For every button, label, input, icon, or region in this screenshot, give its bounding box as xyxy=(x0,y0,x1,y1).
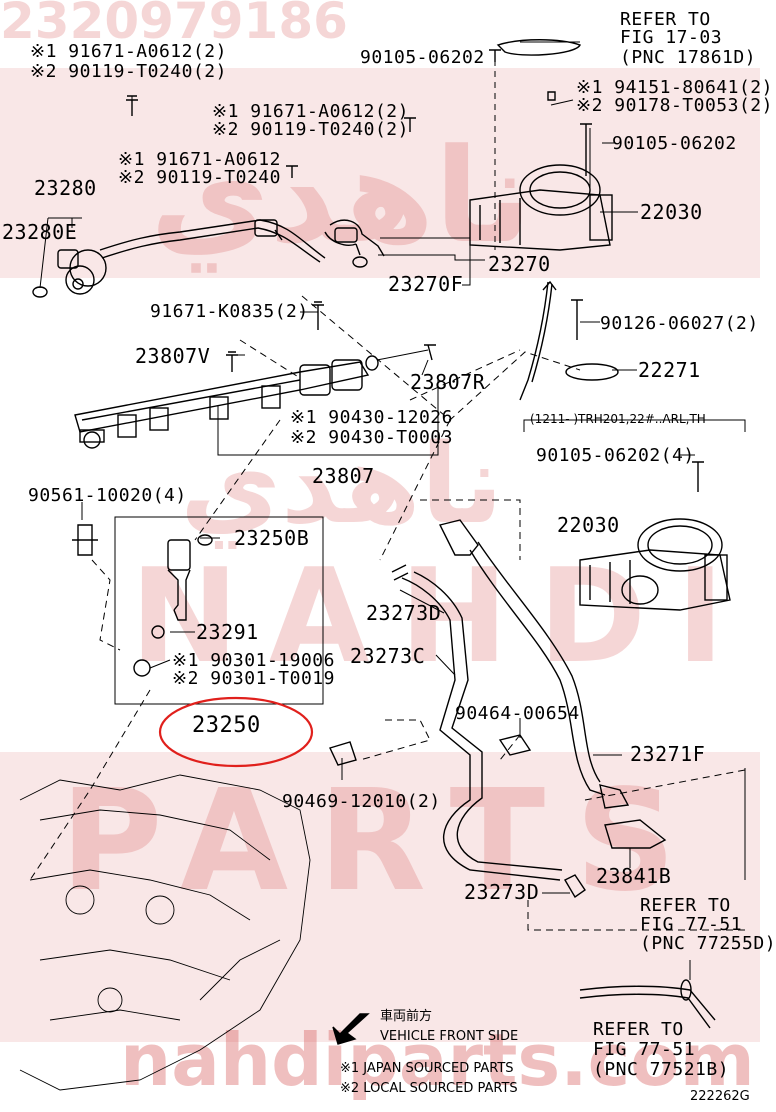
part-label: 23273D xyxy=(366,601,442,625)
part-label: 23807 xyxy=(312,464,375,488)
part-label: 22030 xyxy=(557,513,620,537)
part-label: 23807R xyxy=(410,370,486,394)
part-label: 90105-06202(4) xyxy=(536,445,695,466)
refer-label: REFER TO xyxy=(620,9,711,30)
part-label: ※2 90119-T0240 xyxy=(118,167,281,188)
part-label: ※1 90301-19006 xyxy=(172,650,335,671)
fuel-pipe-23270 xyxy=(324,219,385,268)
front-side-label: VEHICLE FRONT SIDE xyxy=(380,1029,519,1044)
part-label: ※1 90430-12026 xyxy=(290,407,453,428)
part-label: 90105-06202 xyxy=(360,47,485,68)
refer-label: (PNC 77521B) xyxy=(593,1059,730,1080)
part-label: 90105-06202 xyxy=(612,133,737,154)
pressure-regulator-assembly xyxy=(32,95,416,298)
watermark-band xyxy=(0,68,760,278)
part-label-highlighted: 23250 xyxy=(192,713,261,738)
part-label: 23273C xyxy=(350,644,426,668)
watermark-brand-ar: ناهدي xyxy=(180,420,504,548)
refer-label: (PNC 17861D) xyxy=(620,47,757,68)
part-label: 23807V xyxy=(135,344,211,368)
part-label: 22030 xyxy=(640,200,703,224)
refer-label: REFER TO xyxy=(593,1019,684,1040)
dashed-lines xyxy=(29,295,746,931)
highlight-ellipse xyxy=(158,696,314,768)
refer-label: REFER TO xyxy=(640,895,731,916)
part-label: ※1 94151-80641(2) xyxy=(576,77,773,98)
part-label: 90126-06027(2) xyxy=(600,313,759,334)
figure-code: 222262G xyxy=(690,1089,750,1104)
part-label: ※2 90178-T0053(2) xyxy=(576,95,773,116)
legend-japan-sourced: ※1 JAPAN SOURCED PARTS xyxy=(340,1061,514,1076)
part-label: 90469-12010(2) xyxy=(282,791,441,812)
part-label: 23291 xyxy=(196,620,259,644)
refer-label: FIG 17-03 xyxy=(620,27,723,48)
watermark-number: 2320979186 xyxy=(0,0,348,50)
refer-label: FIG 77-51 xyxy=(640,914,743,935)
part-label: ※2 90119-T0240(2) xyxy=(212,119,409,140)
part-label: 23841B xyxy=(596,864,672,888)
part-label: ※2 90301-T0019 xyxy=(172,668,335,689)
part-label: 23273D xyxy=(464,880,540,904)
part-label: 90561-10020(4) xyxy=(28,485,187,506)
part-label: 23280E xyxy=(2,220,78,244)
part-label: 23271F xyxy=(630,742,706,766)
refer-label: (PNC 77255D) xyxy=(640,933,776,954)
watermark-letters: NAHDI xyxy=(130,540,755,692)
gasket-22271 xyxy=(565,363,619,381)
front-side-label-jp: 車両前方 xyxy=(380,1009,433,1024)
part-label: ※1 91671-A0612(2) xyxy=(30,41,227,62)
part-label: ※1 91671-A0612 xyxy=(118,149,281,170)
part-label: 91671-K0835(2) xyxy=(150,301,309,322)
legend-local-sourced: ※2 LOCAL SOURCED PARTS xyxy=(340,1081,518,1096)
applicability-label: (1211- )TRH201,22#..ARL,TH xyxy=(530,412,706,426)
watermark-brand-ar: ناهدي xyxy=(150,120,533,272)
fuel-hoses xyxy=(329,519,716,1029)
throttle-body-upper xyxy=(469,39,613,401)
injector-23250 xyxy=(72,524,213,677)
injector-group-box xyxy=(114,516,324,705)
part-label: 23270F xyxy=(388,272,464,296)
part-label: ※2 90119-T0240(2) xyxy=(30,61,227,82)
vehicle-front-arrow xyxy=(332,1013,370,1045)
throttle-body-lower xyxy=(579,461,731,611)
part-label: ※1 91671-A0612(2) xyxy=(212,101,409,122)
refer-label: FIG 77-51 xyxy=(593,1039,696,1060)
engine-block-outline xyxy=(19,774,311,1091)
diagram-drawing xyxy=(19,39,746,1091)
fuel-rail-23807 xyxy=(74,301,436,449)
part-label: ※2 90430-T0003 xyxy=(290,427,453,448)
part-label: 23250B xyxy=(234,526,310,550)
part-label: 23280 xyxy=(34,176,97,200)
part-label: 22271 xyxy=(638,358,701,382)
watermark-site: nahdiparts.com xyxy=(120,1018,755,1102)
part-label: 23270 xyxy=(488,252,551,276)
part-label: 90464-00654 xyxy=(455,703,580,724)
